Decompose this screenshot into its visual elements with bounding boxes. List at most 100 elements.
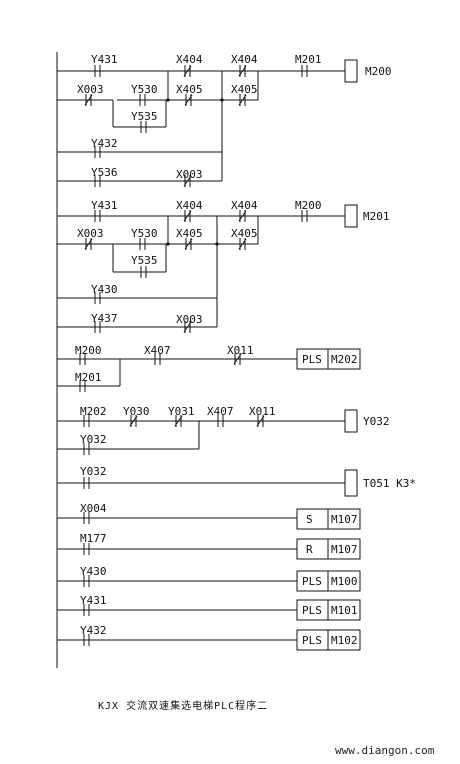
contact-r1-x404a (183, 65, 192, 77)
coil-m200 (344, 59, 358, 83)
label-r2-x404a: X404 (176, 199, 203, 212)
contact-r1-x003 (84, 94, 93, 106)
box-r3-target: M202 (331, 353, 358, 366)
label-r5-y032: Y032 (80, 465, 107, 478)
contact-r1-y530 (139, 94, 146, 106)
label-r3-m200: M200 (75, 344, 102, 357)
label-r2-x003b: X003 (176, 313, 203, 326)
contact-r1-x405b (238, 94, 247, 106)
contact-r4-y030 (129, 415, 138, 427)
label-r2-y530: Y530 (131, 227, 158, 240)
box-r9-target: M101 (331, 604, 358, 617)
label-r8-y430: Y430 (80, 565, 107, 578)
contact-r2-x003 (84, 238, 93, 250)
label-r1-y530: Y530 (131, 83, 158, 96)
label-r2-x404b: X404 (231, 199, 258, 212)
contact-r2-m200 (301, 210, 308, 222)
label-r1-m201: M201 (295, 53, 322, 66)
label-r4-x407: X407 (207, 405, 234, 418)
label-r7-m177: M177 (80, 532, 107, 545)
contact-r2-x404a (183, 210, 192, 222)
contact-r3-x407 (154, 353, 161, 365)
label-r1-y535: Y535 (131, 110, 158, 123)
label-r2-x405a: X405 (176, 227, 203, 240)
label-r2-x405b: X405 (231, 227, 258, 240)
label-r1-y431: Y431 (91, 53, 118, 66)
contact-r2-x404b (238, 210, 247, 222)
label-r1-y536: Y536 (91, 166, 118, 179)
contact-r2-y431 (94, 210, 101, 222)
label-r4-y032: Y032 (80, 433, 107, 446)
contact-r2-x003b (183, 321, 192, 333)
label-coil-m201: M201 (363, 210, 390, 223)
contact-r2-y535 (140, 266, 147, 278)
box-r10-target: M102 (331, 634, 358, 647)
label-r3-x407: X407 (144, 344, 171, 357)
box-r3-op: PLS (302, 353, 322, 366)
contact-r4-x407 (217, 415, 224, 427)
label-r2-y437: Y437 (91, 312, 118, 325)
label-r1-y432: Y432 (91, 137, 118, 150)
contact-r10-y432 (83, 634, 90, 646)
contact-r1-y432 (94, 146, 101, 158)
box-r7-target: M107 (331, 543, 358, 556)
contact-r1-y536 (94, 175, 101, 187)
label-r3-x011: X011 (227, 344, 254, 357)
contact-r1-x404b (238, 65, 247, 77)
label-coil-t051: T051 K3* (363, 477, 416, 490)
box-r10-op: PLS (302, 634, 322, 647)
contact-r3-m201 (79, 380, 86, 392)
box-r8-op: PLS (302, 575, 322, 588)
label-r2-m200: M200 (295, 199, 322, 212)
label-r2-y535: Y535 (131, 254, 158, 267)
contact-r2-x405a (184, 238, 193, 250)
coil-t051 (344, 469, 358, 497)
contact-r6-x004 (83, 512, 90, 524)
box-r9-op: PLS (302, 604, 322, 617)
site-watermark: www.diangon.com (335, 744, 435, 757)
label-r2-y431: Y431 (91, 199, 118, 212)
label-r4-y030: Y030 (123, 405, 150, 418)
contact-r3-x011 (233, 353, 242, 365)
contact-r2-x405b (238, 238, 247, 250)
label-r4-x011: X011 (249, 405, 276, 418)
label-r9-y431: Y431 (80, 594, 107, 607)
contact-r4-x011 (256, 415, 265, 427)
label-r1-x405a: X405 (176, 83, 203, 96)
label-r2-x003: X003 (77, 227, 104, 240)
contact-r1-m201 (301, 65, 308, 77)
label-r6-x004: X004 (80, 502, 107, 515)
label-r1-x405b: X405 (231, 83, 258, 96)
label-r4-y031: Y031 (168, 405, 195, 418)
label-r10-y432: Y432 (80, 624, 107, 637)
contact-r4-m202 (83, 415, 90, 427)
box-r6-op: S (306, 513, 313, 526)
label-r3-m201: M201 (75, 371, 102, 384)
label-r1-x404b: X404 (231, 53, 258, 66)
contact-r8-y430 (83, 575, 90, 587)
contact-r1-x405a (184, 94, 193, 106)
contact-r3-m200 (79, 353, 86, 365)
contact-r4-y032 (83, 443, 90, 455)
label-coil-m200: M200 (365, 65, 392, 78)
box-r7-op: R (306, 543, 313, 556)
contact-r9-y431 (83, 604, 90, 616)
contact-r5-y032 (83, 477, 90, 489)
contact-r2-y430 (94, 292, 101, 304)
contact-r7-m177 (83, 543, 90, 555)
contact-r2-y437 (94, 321, 101, 333)
contact-r1-y431 (94, 65, 101, 77)
contact-r1-y535 (140, 121, 147, 133)
box-r6-target: M107 (331, 513, 358, 526)
label-r1-x003b: X003 (176, 168, 203, 181)
contact-r4-y031 (174, 415, 183, 427)
coil-y032 (344, 409, 358, 433)
diagram-caption: KJX 交流双速集选电梯PLC程序二 (98, 701, 269, 712)
box-r8-target: M100 (331, 575, 358, 588)
coil-m201 (344, 204, 358, 228)
label-coil-y032: Y032 (363, 415, 390, 428)
contact-r2-y530 (139, 238, 146, 250)
contact-r1-x003b (183, 175, 192, 187)
label-r2-y430: Y430 (91, 283, 118, 296)
